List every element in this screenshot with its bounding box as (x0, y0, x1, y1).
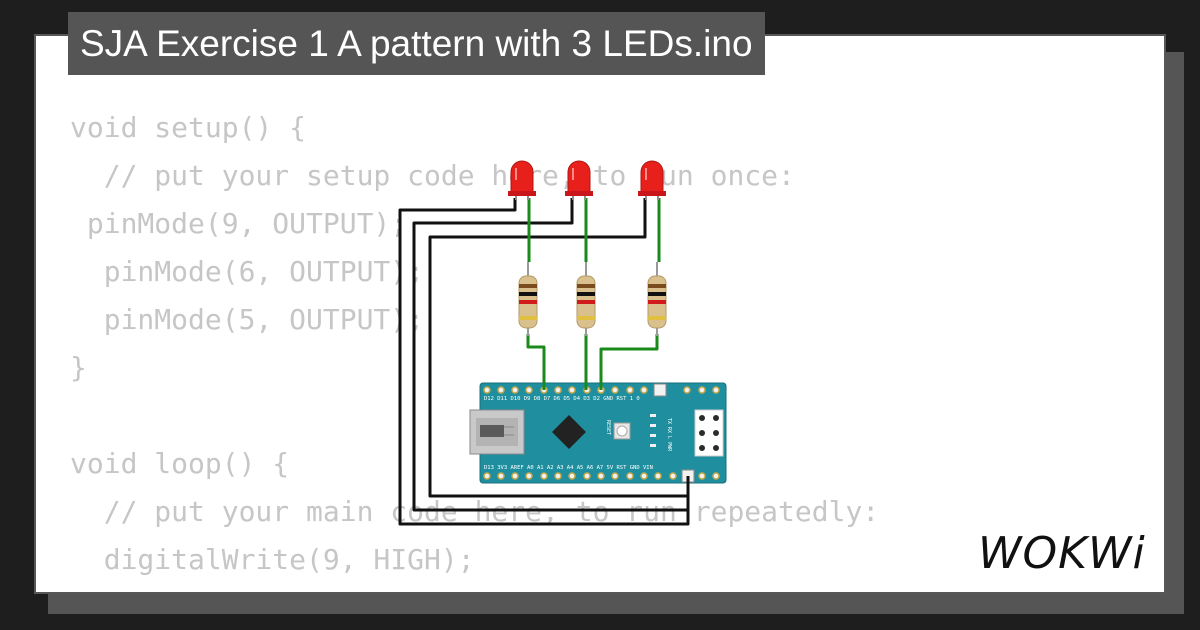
led-1[interactable] (508, 160, 536, 196)
led-2[interactable] (565, 160, 593, 196)
resistor-1[interactable] (518, 262, 538, 336)
reset-label: RESET (605, 420, 611, 435)
arduino-nano-board[interactable]: D12 D11 D10 D9 D8 D7 D6 D5 D4 D3 D2 GND … (469, 382, 727, 484)
mcu-chip (552, 415, 586, 449)
signal-wires[interactable] (526, 198, 661, 390)
code-line: digitalWrite(6, HIGH); (70, 584, 879, 592)
usb-connector (469, 409, 525, 455)
resistor-3[interactable] (647, 262, 667, 336)
code-line: // put your setup code here, to run once… (70, 159, 795, 192)
wokwi-logo-text: WOKWi (978, 528, 1146, 578)
led-3[interactable] (638, 160, 666, 196)
reset-button[interactable] (613, 422, 631, 440)
code-preview: void setup() { // put your setup code he… (70, 104, 879, 592)
top-pin-labels: D12 D11 D10 D9 D8 D7 D6 D5 D4 D3 D2 GND … (484, 396, 640, 402)
code-line: digitalWrite(9, HIGH); (70, 543, 475, 576)
ground-wires[interactable] (398, 198, 690, 526)
code-line: pinMode(9, OUTPUT); (70, 207, 408, 240)
icsp-header (694, 409, 724, 457)
code-line: void setup() { (70, 111, 307, 144)
indicator-labels: TX RX L PWR (666, 418, 672, 452)
code-line: pinMode(5, OUTPUT); (70, 303, 425, 336)
code-line: void loop() { (70, 447, 290, 480)
code-line: } (70, 351, 87, 384)
bottom-pin-labels: D13 3V3 AREF A0 A1 A2 A3 A4 A5 A6 A7 5V … (484, 465, 653, 471)
project-title: SJA Exercise 1 A pattern with 3 LEDs.ino (68, 12, 765, 75)
resistor-2[interactable] (576, 262, 596, 336)
code-card: void setup() { // put your setup code he… (34, 34, 1166, 594)
status-leds (650, 414, 656, 447)
code-line: pinMode(6, OUTPUT); (70, 255, 425, 288)
wokwi-logo: WOKWi (978, 528, 1146, 578)
